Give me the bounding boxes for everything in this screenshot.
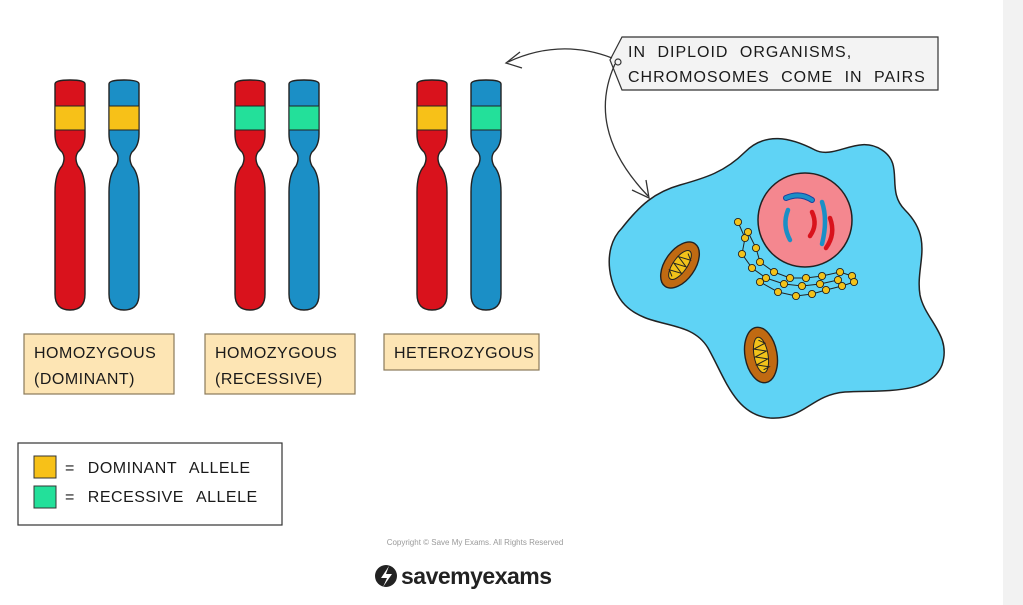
copyright-notice: Copyright © Save My Exams. All Rights Re… [387, 538, 564, 547]
callout-line2: CHROMOSOMES COME IN PAIRS [628, 69, 926, 86]
scrollbar-track[interactable] [1003, 0, 1023, 605]
legend-dominant-label: = DOMINANT ALLELE [65, 460, 251, 477]
label-box [204, 333, 356, 395]
allele-legend: = DOMINANT ALLELE = RECESSIVE ALLELE [17, 442, 283, 526]
legend-box [17, 442, 283, 526]
nucleus-chromosome [823, 215, 835, 251]
chromosome-pairs [54, 79, 502, 311]
nucleus-chromosome [784, 193, 814, 202]
callout-line1: IN DIPLOID ORGANISMS, [628, 44, 852, 61]
dominant-allele-band [54, 105, 86, 131]
dominant-allele-band [416, 105, 448, 131]
callout-tag [609, 36, 939, 91]
mitochondrion [659, 241, 701, 289]
genotype-label-heterozygous: HETEROZYGOUS [383, 333, 540, 371]
diploid-callout: IN DIPLOID ORGANISMS, CHROMOSOMES COME I… [504, 36, 939, 200]
recessive-allele-band [470, 105, 502, 131]
nucleus [757, 172, 853, 268]
tag-hole [614, 58, 622, 66]
cell-membrane [608, 137, 945, 419]
label-line2: (RECESSIVE) [215, 371, 323, 388]
label-line1: HETEROZYGOUS [394, 345, 534, 362]
recessive-swatch [33, 485, 57, 509]
chromosome-paternal [288, 79, 320, 311]
brand-wordmark: savemyexams [401, 563, 552, 589]
lightning-bolt-circle-icon [375, 565, 397, 587]
label-line1: HOMOZYGOUS [215, 345, 337, 362]
chromosome-maternal [54, 79, 86, 311]
nucleus-chromosome [819, 199, 828, 247]
footer: Copyright © Save My Exams. All Rights Re… [375, 538, 563, 589]
nucleus-chromosome [807, 209, 817, 239]
dominant-allele-band [108, 105, 140, 131]
recessive-allele-band [288, 105, 320, 131]
arrow-head [504, 51, 523, 69]
arrow-to-cell [604, 63, 649, 197]
nucleus-chromosome [783, 207, 793, 243]
genotype-label-homozygous-dominant: HOMOZYGOUS (DOMINANT) [23, 333, 175, 395]
label-line2: (DOMINANT) [34, 371, 135, 388]
arrow-to-chromosomes [507, 48, 613, 63]
label-line1: HOMOZYGOUS [34, 345, 156, 362]
chromosome-maternal [416, 79, 448, 311]
chromosome-paternal [470, 79, 502, 311]
chromosome-paternal [108, 79, 140, 311]
label-box [23, 333, 175, 395]
dominant-swatch [33, 455, 57, 479]
diploid-cell [608, 137, 945, 419]
endoplasmic-reticulum [733, 217, 859, 301]
recessive-allele-band [234, 105, 266, 131]
legend-recessive-label: = RECESSIVE ALLELE [65, 489, 258, 506]
chromosome-maternal [234, 79, 266, 311]
genotype-label-homozygous-recessive: HOMOZYGOUS (RECESSIVE) [204, 333, 356, 395]
mitochondrion [743, 326, 779, 384]
arrow-head [631, 179, 650, 200]
label-box [383, 333, 540, 371]
